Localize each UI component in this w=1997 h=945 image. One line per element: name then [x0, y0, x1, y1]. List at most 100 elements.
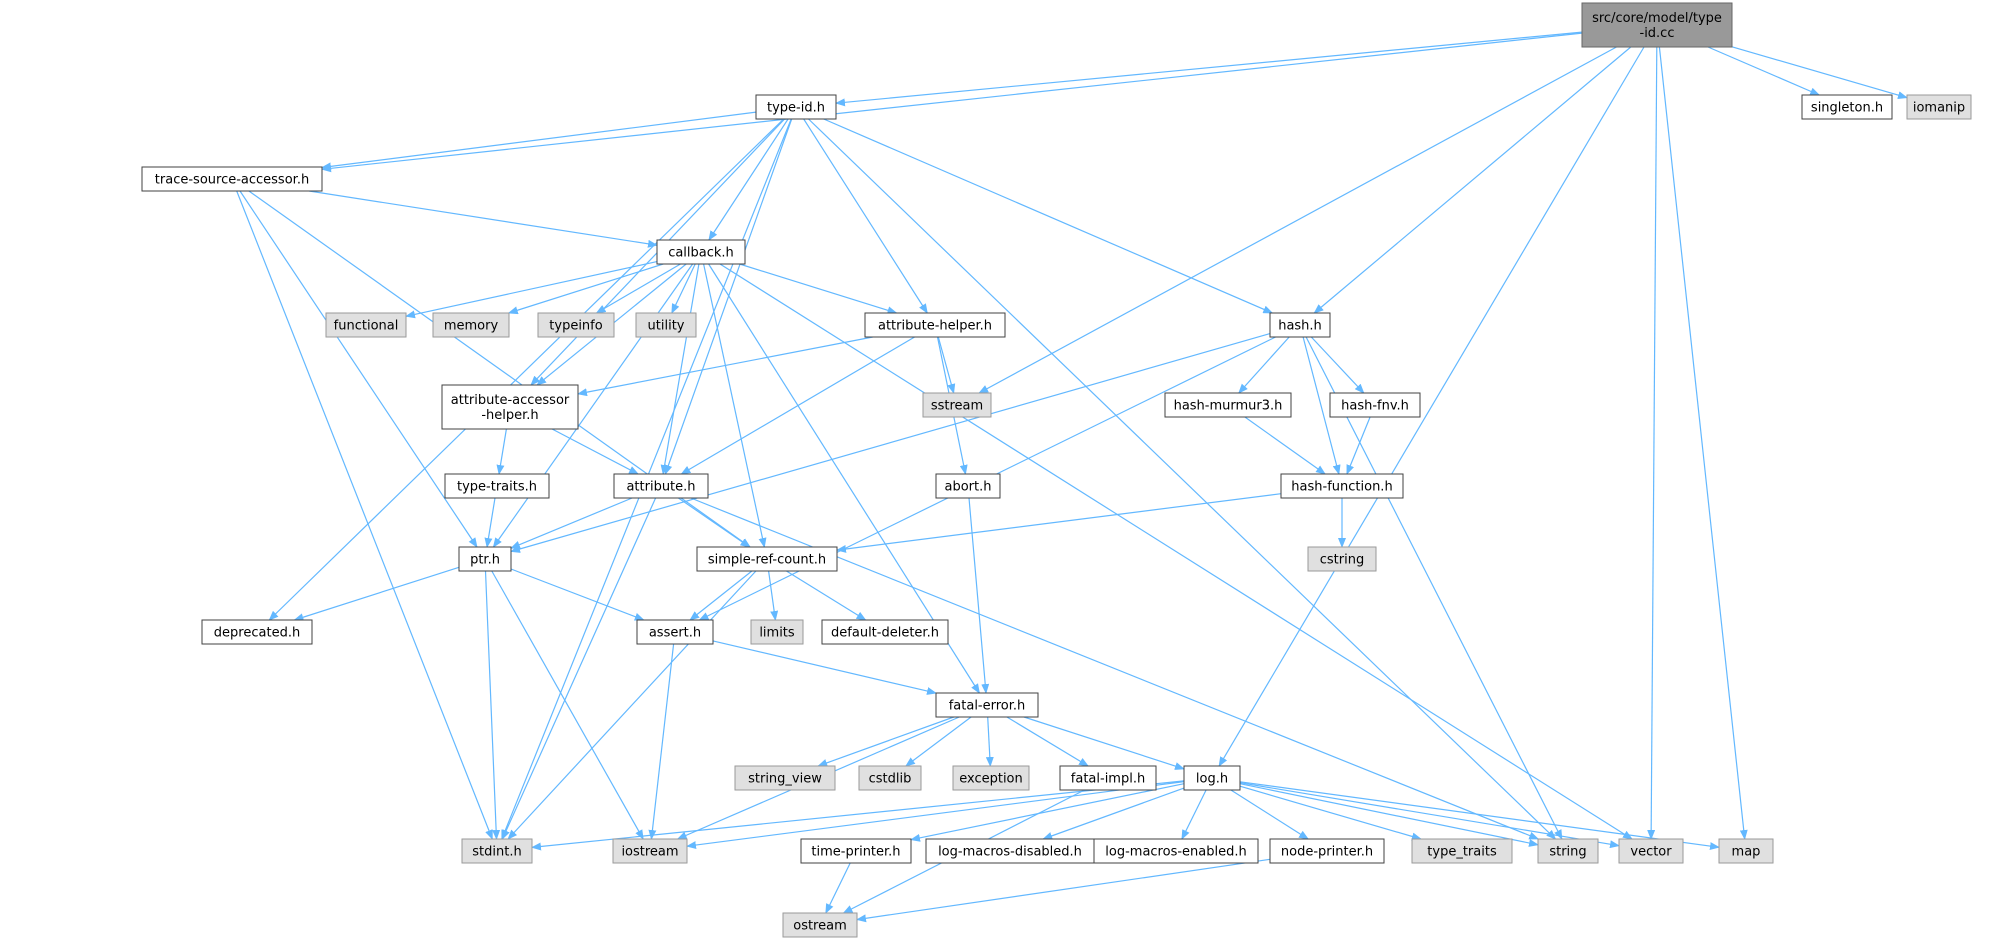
- node-box: [858, 765, 922, 791]
- edge-hash-fnv-h-to-hash-function-h: [1346, 416, 1371, 475]
- edge-type-id-cc-to-sstream: [978, 46, 1617, 394]
- edge-trace-source-accessor-h-to-stdint-h: [236, 190, 493, 840]
- node-label: hash-murmur3.h: [1174, 399, 1283, 414]
- edge-simple-ref-count-h-to-stdint-h: [507, 570, 757, 840]
- node-iostream[interactable]: iostream: [612, 838, 688, 864]
- edge-type-id-cc-to-map: [1658, 46, 1748, 840]
- node-label: default-deleter.h: [831, 626, 939, 641]
- node-attribute-accessor-helper-h[interactable]: attribute-accessor-helper.h: [441, 384, 579, 430]
- edge-log-h-to-log-macros-disabled-h: [1042, 787, 1185, 840]
- node-deprecated-h[interactable]: deprecated.h: [201, 619, 313, 645]
- node-trace-source-accessor-h[interactable]: trace-source-accessor.h: [141, 166, 323, 192]
- node-label: time-printer.h: [811, 845, 900, 860]
- node-utility[interactable]: utility: [635, 312, 697, 338]
- node-label: assert.h: [649, 626, 701, 641]
- edge-simple-ref-count-h-to-assert-h: [689, 570, 753, 621]
- edge-type-id-h-to-deprecated-h: [268, 118, 785, 621]
- node-log-macros-disabled-h[interactable]: log-macros-disabled.h: [925, 838, 1095, 864]
- node-string[interactable]: string: [1537, 838, 1599, 864]
- node-box: [782, 912, 858, 938]
- node-time-printer-h[interactable]: time-printer.h: [800, 838, 912, 864]
- node-abort-h[interactable]: abort.h: [935, 473, 1001, 499]
- node-default-deleter-h[interactable]: default-deleter.h: [821, 619, 949, 645]
- node-stdint-h[interactable]: stdint.h: [461, 838, 533, 864]
- node-label: sstream: [931, 399, 983, 414]
- edge-assert-h-to-fatal-error-h: [712, 640, 937, 695]
- node-label: log-macros-enabled.h: [1105, 845, 1246, 860]
- node-fatal-error-h[interactable]: fatal-error.h: [935, 692, 1039, 718]
- edge-log-h-to-node-printer-h: [1230, 789, 1309, 840]
- node-ostream[interactable]: ostream: [782, 912, 858, 938]
- node-box: [636, 619, 714, 645]
- edge-type-id-h-to-trace-source-accessor-h: [321, 111, 757, 171]
- node-exception[interactable]: exception: [952, 765, 1030, 791]
- node-log-h[interactable]: log.h: [1183, 765, 1241, 791]
- node-simple-ref-count-h[interactable]: simple-ref-count.h: [696, 546, 838, 572]
- node-hash-h[interactable]: hash.h: [1269, 312, 1331, 338]
- node-hash-fnv-h[interactable]: hash-fnv.h: [1329, 392, 1421, 418]
- edge-attribute-accessor-helper-h-to-attribute-h: [551, 428, 639, 475]
- node-ptr-h[interactable]: ptr.h: [458, 546, 512, 572]
- node-cstring[interactable]: cstring: [1307, 546, 1377, 572]
- node-box: [537, 312, 615, 338]
- node-attribute-helper-h[interactable]: attribute-helper.h: [864, 312, 1006, 338]
- node-label: -helper.h: [481, 408, 538, 423]
- edge-log-h-to-vector: [1239, 782, 1620, 849]
- node-type-id-h[interactable]: type-id.h: [755, 94, 837, 120]
- node-sstream[interactable]: sstream: [922, 392, 992, 418]
- node-hash-function-h[interactable]: hash-function.h: [1280, 473, 1404, 499]
- edge-fatal-error-h-to-cstdlib: [905, 716, 972, 767]
- edge-log-h-to-map: [1239, 781, 1720, 851]
- node-fatal-impl-h[interactable]: fatal-impl.h: [1059, 765, 1157, 791]
- node-iomanip[interactable]: iomanip: [1906, 94, 1972, 120]
- node-box: [1581, 2, 1733, 48]
- node-box: [1329, 392, 1421, 418]
- node-map[interactable]: map: [1718, 838, 1774, 864]
- node-log-macros-enabled-h[interactable]: log-macros-enabled.h: [1093, 838, 1259, 864]
- node-string-view[interactable]: string_view: [734, 765, 836, 791]
- node-label: exception: [959, 772, 1023, 787]
- edge-callback-h-to-simple-ref-count-h: [703, 263, 767, 548]
- node-hash-murmur3-h[interactable]: hash-murmur3.h: [1164, 392, 1292, 418]
- node-label: string_view: [748, 772, 822, 787]
- node-callback-h[interactable]: callback.h: [656, 239, 746, 265]
- node-attribute-h[interactable]: attribute.h: [613, 473, 709, 499]
- node-box: [755, 94, 837, 120]
- node-type-traits[interactable]: type_traits: [1411, 838, 1513, 864]
- node-label: ostream: [793, 919, 847, 934]
- node-type-traits-h[interactable]: type-traits.h: [444, 473, 550, 499]
- node-limits[interactable]: limits: [750, 619, 804, 645]
- node-label: log-macros-disabled.h: [938, 845, 1082, 860]
- node-memory[interactable]: memory: [432, 312, 510, 338]
- node-label: memory: [444, 319, 499, 334]
- edge-fatal-error-h-to-exception: [985, 716, 994, 767]
- node-vector[interactable]: vector: [1618, 838, 1684, 864]
- node-label: simple-ref-count.h: [708, 553, 826, 568]
- node-label: log.h: [1196, 772, 1228, 787]
- node-functional[interactable]: functional: [325, 312, 407, 338]
- node-label: map: [1732, 845, 1761, 860]
- node-label: attribute.h: [626, 480, 695, 495]
- node-assert-h[interactable]: assert.h: [636, 619, 714, 645]
- edge-hash-h-to-string: [1305, 336, 1563, 840]
- edge-attribute-helper-h-to-attribute-h: [680, 336, 915, 475]
- node-label: src/core/model/type: [1592, 11, 1722, 26]
- edge-assert-h-to-iostream: [648, 643, 675, 840]
- node-typeinfo[interactable]: typeinfo: [537, 312, 615, 338]
- edge-hash-murmur3-h-to-hash-function-h: [1244, 416, 1326, 475]
- node-box: [612, 838, 688, 864]
- node-node-printer-h[interactable]: node-printer.h: [1269, 838, 1385, 864]
- node-label: fatal-error.h: [949, 699, 1026, 714]
- node-label: attribute-accessor: [451, 393, 570, 408]
- node-label: deprecated.h: [214, 626, 300, 641]
- edge-log-h-to-time-printer-h: [910, 783, 1185, 842]
- node-layer: src/core/model/type-id.cc type-id.h single…: [141, 2, 1972, 938]
- node-box: [750, 619, 804, 645]
- edge-type-id-cc-to-hash-h: [1313, 46, 1632, 314]
- node-singleton-h[interactable]: singleton.h: [1801, 94, 1893, 120]
- edge-hash-h-to-ptr-h: [510, 333, 1271, 553]
- edge-callback-h-to-typeinfo: [595, 263, 681, 314]
- node-cstdlib[interactable]: cstdlib: [858, 765, 922, 791]
- node-type-id-cc[interactable]: src/core/model/type-id.cc: [1581, 2, 1733, 48]
- node-label: utility: [648, 319, 685, 334]
